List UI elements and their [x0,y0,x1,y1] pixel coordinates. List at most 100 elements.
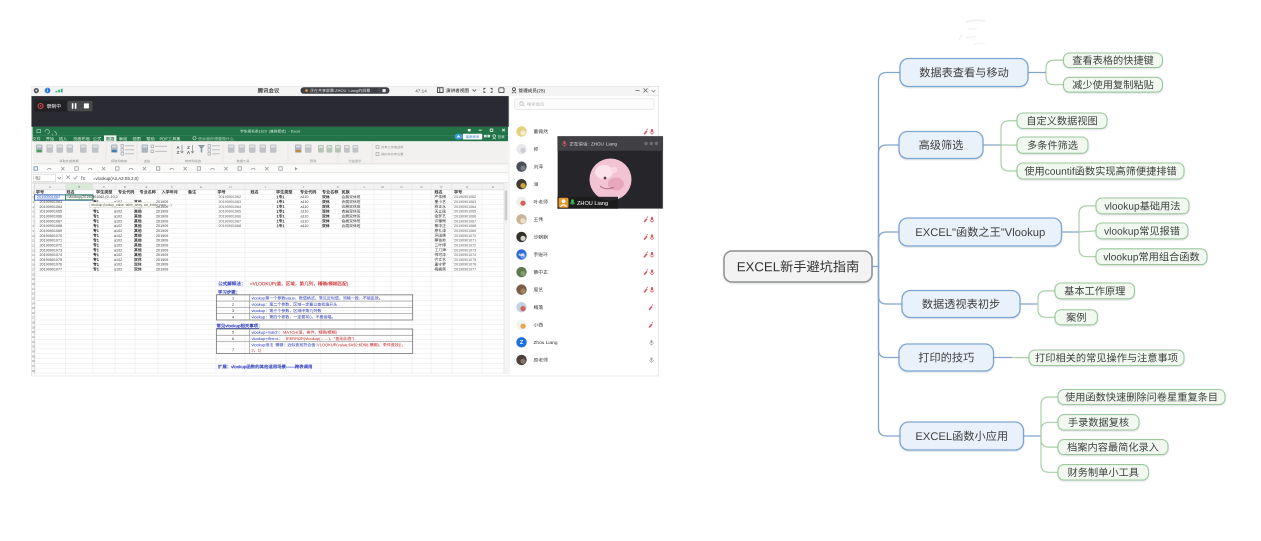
svg-text:B: B [78,185,80,189]
svg-text:NB: NB [519,252,525,257]
svg-text:2: 2 [232,303,234,307]
svg-text:H: H [229,185,231,189]
svg-text:i: i [47,88,48,93]
svg-text:20190901073: 20190901073 [40,248,63,252]
svg-text:20190901064: 20190901064 [40,205,63,209]
svg-text:20190901065: 20190901065 [219,210,242,214]
svg-text:F: F [171,185,173,189]
svg-text:20190901068: 20190901068 [219,224,242,228]
svg-text:a110: a110 [301,210,309,214]
svg-text:201909: 201909 [156,243,168,247]
svg-text:20190901063: 20190901063 [219,200,242,204]
svg-text:20190901066: 20190901066 [219,215,242,219]
svg-text:A: A [49,185,51,189]
svg-text:1: 1 [232,297,234,301]
svg-text:a102: a102 [114,219,122,223]
svg-text:N: N [400,185,402,189]
svg-text:20190901062: 20190901062 [219,195,242,199]
svg-text:34: 34 [32,349,36,353]
svg-text:'20190901062: '20190901062 [454,195,477,199]
svg-text:21: 21 [32,287,36,291]
svg-text:18: 18 [32,272,36,276]
svg-text:3: 3 [232,309,234,313]
svg-text:'20190901077: '20190901077 [454,268,477,272]
svg-text:vlookup (lookup_value, table_a: vlookup (lookup_value, table_array, col_… [91,203,172,207]
svg-text:17: 17 [32,268,36,272]
svg-text:20190901074: 20190901074 [40,253,63,257]
svg-text:P: P [440,185,442,189]
svg-text:20190901071: 20190901071 [40,239,63,243]
svg-text:'20190901068: '20190901068 [454,224,477,228]
svg-text:B2: B2 [36,176,42,181]
svg-text:E: E [145,185,147,189]
svg-text:a110: a110 [301,205,309,209]
svg-text:35: 35 [32,354,36,358]
svg-text:'20190901064: '20190901064 [454,205,477,209]
svg-text:20190901064: 20190901064 [219,205,242,209]
svg-text:201909: 201909 [156,248,168,252]
svg-text:a102: a102 [114,224,122,228]
svg-text:'20190901071: '20190901071 [454,239,477,243]
svg-text:a102: a102 [114,210,122,214]
svg-text:201909: 201909 [156,263,168,267]
svg-text:a102: a102 [114,248,122,252]
svg-text:'20190901074: '20190901074 [454,253,477,257]
svg-text:20190901066: 20190901066 [40,215,63,219]
svg-text:201909: 201909 [156,224,168,228]
svg-text:30: 30 [32,330,36,334]
svg-text:a102: a102 [114,268,122,272]
svg-text:13: 13 [32,248,36,252]
svg-text:201909: 201909 [156,229,168,233]
svg-text:'20190901073: '20190901073 [454,248,477,252]
svg-text:20190901065: 20190901065 [40,210,63,214]
svg-text:a110: a110 [301,195,309,199]
svg-text:201909: 201909 [156,239,168,243]
svg-text:201909: 201909 [156,258,168,262]
svg-text:201909: 201909 [156,234,168,238]
svg-text:6: 6 [232,337,234,341]
svg-text:Zhou Liang: Zhou Liang [534,340,558,346]
svg-text:4: 4 [232,315,234,319]
svg-text:a110: a110 [301,224,309,228]
svg-text:32: 32 [32,340,36,344]
svg-text:28: 28 [32,321,36,325]
svg-text:38: 38 [32,369,36,373]
svg-text:20190901075: 20190901075 [40,258,63,262]
svg-text:7: 7 [232,348,234,352]
svg-text:5: 5 [232,331,234,335]
svg-text:a102: a102 [114,234,122,238]
svg-text:20190901069: 20190901069 [40,229,63,233]
svg-text:22: 22 [32,292,36,296]
svg-text:K: K [337,185,339,189]
svg-text:12: 12 [32,243,36,247]
svg-text:25: 25 [32,306,36,310]
svg-text:36: 36 [32,359,36,363]
svg-text:24: 24 [32,301,36,305]
svg-text:a110: a110 [301,200,309,204]
svg-text:a110: a110 [301,219,309,223]
svg-text:16: 16 [32,263,36,267]
svg-text:'20190901066: '20190901066 [454,215,477,219]
svg-text:'20190901070: '20190901070 [454,234,477,238]
svg-text:10: 10 [32,234,36,238]
svg-text:27: 27 [32,316,36,320]
svg-text:15: 15 [32,258,36,262]
svg-text:20190901076: 20190901076 [40,263,63,267]
svg-text:'20190901076: '20190901076 [454,263,477,267]
svg-text:201909: 201909 [156,219,168,223]
svg-text:26: 26 [32,311,36,315]
svg-text:201909: 201909 [156,210,168,214]
svg-text:a102: a102 [114,258,122,262]
svg-text:11: 11 [32,239,35,243]
svg-text:'20190901063: '20190901063 [454,200,477,204]
svg-text:Z: Z [177,150,180,155]
svg-text:201909: 201909 [156,215,168,219]
svg-text:'20190901072: '20190901072 [454,243,477,247]
svg-text:20190901062: 20190901062 [37,195,60,199]
svg-text:20190901063: 20190901063 [40,200,63,204]
svg-text:'20190901065: '20190901065 [454,210,477,214]
svg-text:a102: a102 [114,229,122,233]
svg-text:201909: 201909 [156,268,168,272]
svg-text:20190901067: 20190901067 [40,219,63,223]
svg-text:a102: a102 [114,263,122,267]
